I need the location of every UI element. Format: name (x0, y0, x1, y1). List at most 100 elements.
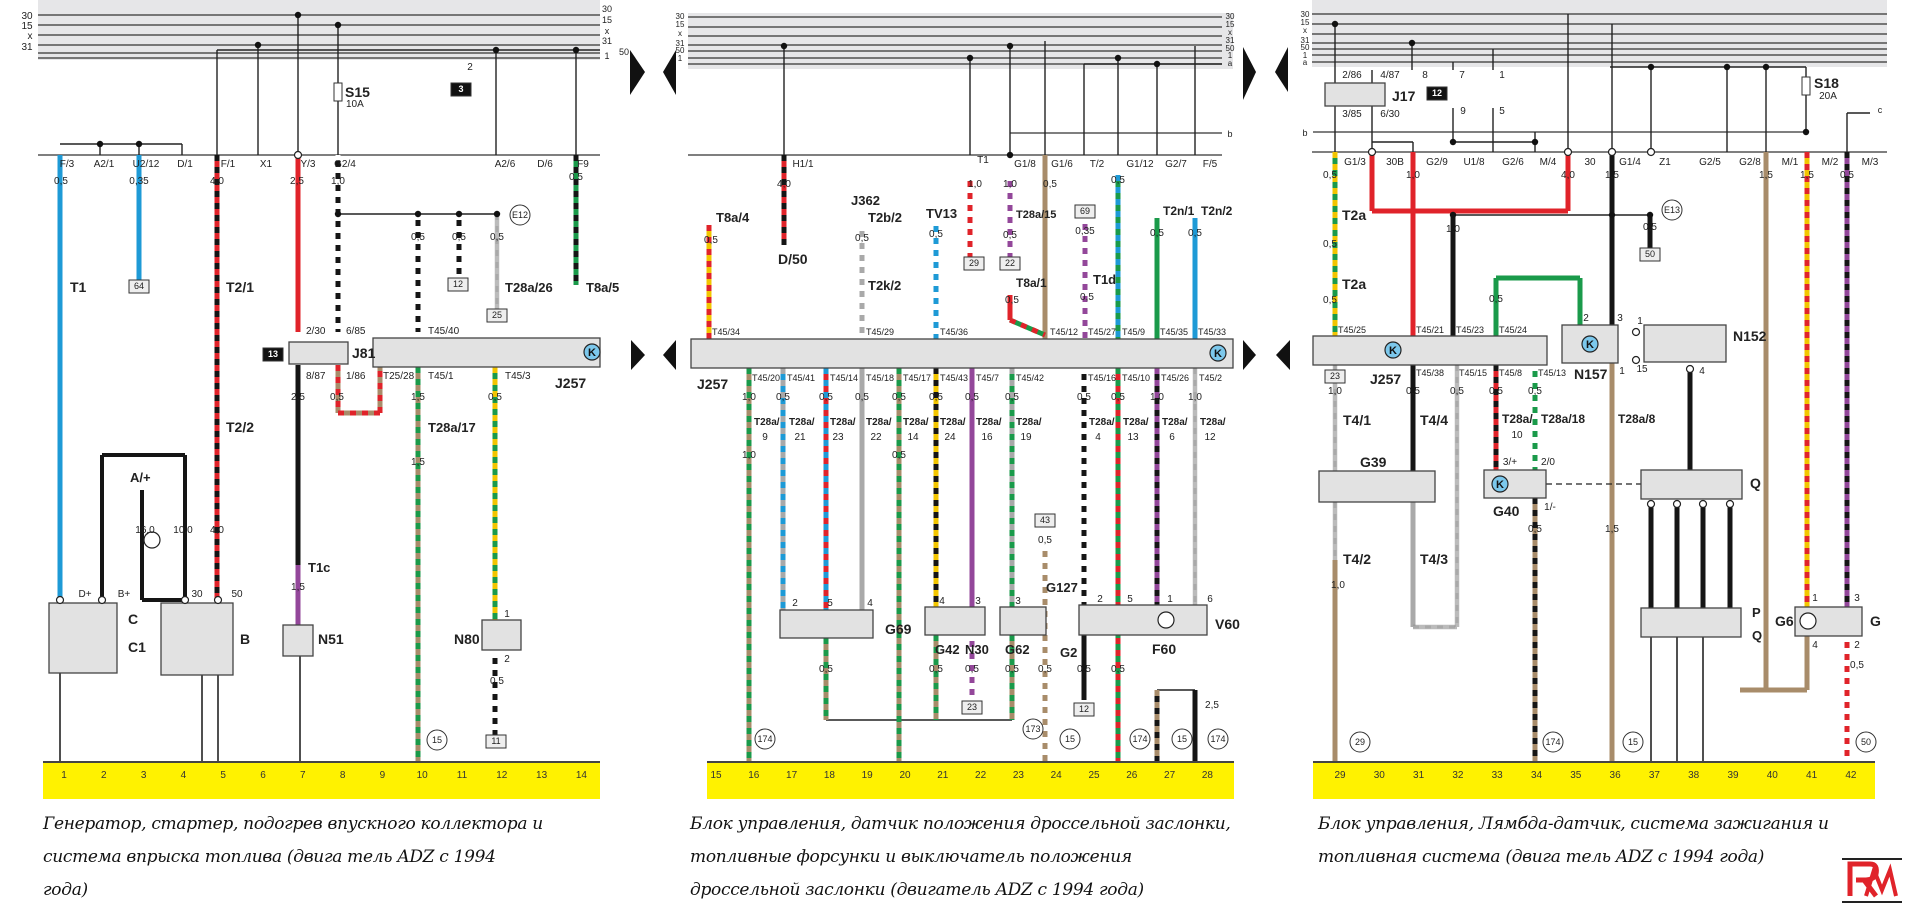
diagram-label: x (1228, 28, 1232, 37)
diagram-label: J17 (1392, 88, 1416, 104)
ground-number: 28 (1202, 770, 1214, 781)
junction-dot (1408, 39, 1416, 47)
caption-line: Блок управления, датчик положения дроссе… (690, 814, 1231, 834)
diagram-label: T45/9 (1122, 327, 1145, 337)
spark-plugs-p-q (1640, 607, 1742, 638)
diagram-label: 1,5 (291, 582, 305, 593)
junction-dot (1006, 42, 1014, 50)
diagram-label: 50 (619, 47, 629, 57)
ground-number: 5 (220, 770, 226, 781)
diagram-label: 2 (1097, 594, 1103, 605)
diagram-label: 0,5 (490, 232, 504, 243)
terminal-circle (97, 595, 107, 605)
diagram-label: 14 (907, 432, 919, 443)
diagram-label: 0,5 (965, 664, 979, 675)
diagram-label: 10,0 (173, 525, 193, 536)
diagram-label: 9 (762, 432, 768, 443)
diagram-label: 1,0 (1331, 580, 1345, 591)
diagram-label: M/4 (1540, 157, 1557, 168)
diagram-label: 23 (832, 432, 844, 443)
diagram-label: T45/12 (1050, 327, 1078, 337)
diagram-label: G40 (1493, 503, 1520, 519)
diagram-label: T45/26 (1161, 373, 1189, 383)
reference-circle (1661, 199, 1683, 221)
ground-number: 12 (496, 770, 508, 781)
diagram-label: T1d (1093, 272, 1116, 287)
terminal-circle (1367, 147, 1377, 157)
diagram-label: 15 (676, 20, 685, 29)
diagram-label: G (1870, 613, 1881, 629)
ground-number: 30 (1374, 770, 1386, 781)
diagram-label: 0,5 (330, 392, 344, 403)
ground-number: 8 (340, 770, 346, 781)
distributor-q (1640, 469, 1743, 500)
diagram-label: 31 (676, 39, 685, 48)
diagram-label: T45/25 (1338, 325, 1366, 335)
diagram-label: J81 (352, 345, 376, 361)
diagram-label: 11 (491, 736, 500, 746)
diagram-label: G2/8 (1739, 157, 1761, 168)
diagram-label: x (605, 26, 610, 36)
page-continuation-arrow-icon (630, 50, 645, 95)
lambda-sensor-g39 (1318, 470, 1436, 503)
diagram-label: 22 (1005, 258, 1015, 268)
diagram-label: 10 (1511, 430, 1523, 441)
diagram-label: 15 (1301, 18, 1310, 27)
diagram-label: 1,5 (1800, 170, 1814, 181)
diagram-label: T2a (1342, 276, 1366, 292)
ground-number: 27 (1164, 770, 1176, 781)
diagram-label: 1 (1167, 594, 1173, 605)
junction-dot (1608, 211, 1616, 219)
ground-number: 23 (1013, 770, 1025, 781)
ground-number: 9 (380, 770, 386, 781)
diagram-label: T45/14 (830, 373, 858, 383)
ground-number: 1 (61, 770, 67, 781)
diagram-label: b (1302, 128, 1307, 138)
diagram-label: 31 (1226, 36, 1235, 45)
ground-number: 31 (1413, 770, 1425, 781)
ground-strip (1313, 762, 1875, 799)
reference-box (447, 277, 469, 292)
diagram-label: T28a/ (789, 417, 815, 428)
ground-number: 33 (1492, 770, 1504, 781)
diagram-label: 25 (492, 310, 502, 320)
diagram-label: Q (1750, 475, 1761, 491)
diagram-label: 1,5 (1759, 170, 1773, 181)
diagram-label: A/+ (130, 470, 151, 485)
ground-number: 39 (1727, 770, 1739, 781)
diagram-label: T4/2 (1343, 551, 1371, 567)
reference-box (963, 256, 985, 271)
diagram-label: T2n/2 (1201, 204, 1233, 218)
diagram-label: 0,5 (1111, 175, 1125, 186)
diagram-label: 0,5 (819, 392, 833, 403)
diagram-label: 15 (1636, 364, 1648, 375)
caption-line: Генератор, стартер, подогрев впускного к… (43, 814, 543, 834)
junction-dot (96, 140, 104, 148)
diagram-label: G1/3 (1344, 157, 1366, 168)
sensor-g62 (999, 606, 1047, 636)
diagram-label: N152 (1733, 328, 1767, 344)
diagram-label: T28a/ (976, 417, 1002, 428)
diagram-label: 8 (1422, 70, 1428, 81)
diagram-label: 50 (1861, 737, 1871, 747)
diagram-label: 30 (21, 11, 33, 22)
diagram-label: M/2 (1822, 157, 1839, 168)
reference-circle (426, 729, 448, 751)
diagram-label: 2/30 (306, 326, 326, 337)
junction-dot (1723, 63, 1731, 71)
diagram-label: T45/21 (1416, 325, 1444, 335)
diagram-label: 0,5 (488, 392, 502, 403)
rw-logo (1842, 858, 1902, 903)
reference-circle (1349, 731, 1371, 753)
page-reference-badge (1426, 86, 1448, 101)
diagram-label: S15 (345, 84, 370, 100)
diagram-label: G1/8 (1014, 159, 1036, 170)
control-unit-j257 (690, 338, 1234, 369)
diagram-label: M/3 (1862, 157, 1879, 168)
junction-dot (135, 140, 143, 148)
motor-icon (143, 531, 161, 549)
diagram-label: B+ (118, 589, 131, 600)
diagram-label: T28a/18 (1541, 412, 1585, 426)
diagram-label: T45/42 (1016, 373, 1044, 383)
ground-number: 7 (300, 770, 306, 781)
